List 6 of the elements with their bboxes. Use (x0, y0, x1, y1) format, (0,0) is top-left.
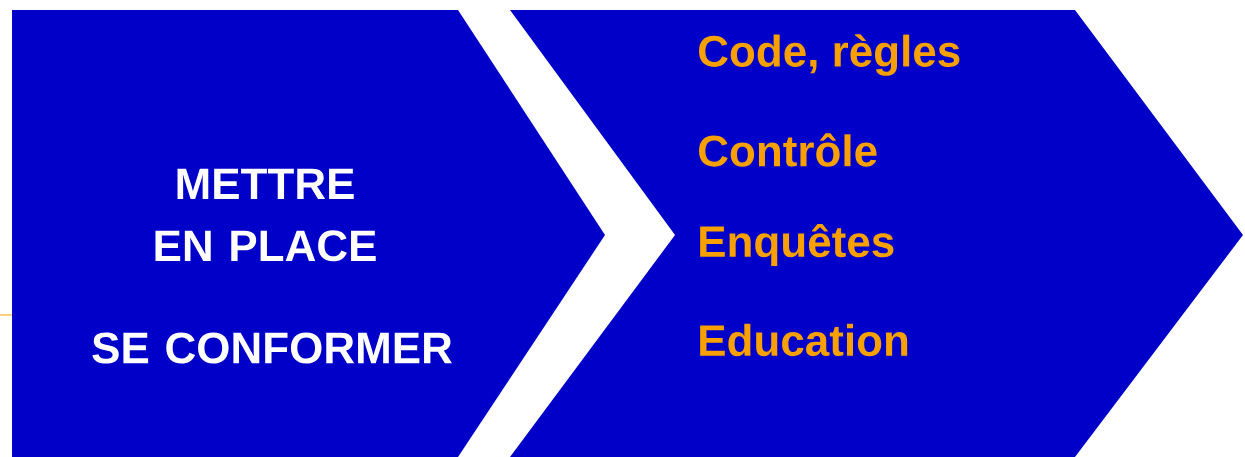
label-text: Enquêtes (700, 224, 894, 266)
label-text: METTRE EN PLACE (155, 168, 376, 262)
label-text: Education (700, 323, 908, 357)
label-text: Code, règles (699, 34, 960, 76)
label-text: SE CONFORMER (92, 332, 452, 364)
label-text: Contrôle (699, 133, 877, 167)
